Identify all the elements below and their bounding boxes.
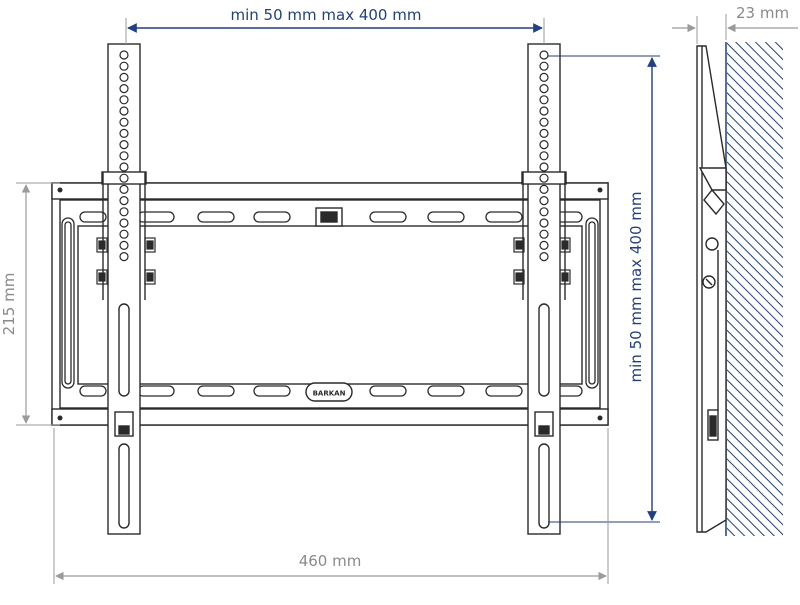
- mounting-hole: [539, 252, 549, 262]
- mounting-hole: [539, 128, 549, 138]
- mounting-hole: [539, 106, 549, 116]
- mounting-hole: [539, 184, 549, 194]
- mounting-hole: [119, 240, 129, 250]
- dim-top-width-label: min 50 mm max 400 mm: [231, 6, 422, 24]
- left-bolts: [96, 237, 156, 285]
- dim-top-width: min 50 mm max 400 mm: [125, 6, 545, 44]
- mounting-hole: [119, 61, 129, 71]
- dim-depth: 23 mm: [672, 4, 798, 44]
- mounting-hole: [539, 95, 549, 105]
- mounting-hole: [119, 229, 129, 239]
- dim-left-height-label: 215 mm: [0, 273, 18, 336]
- right-arm-holes: [539, 50, 549, 262]
- mounting-hole: [119, 162, 129, 172]
- mounting-hole: [119, 72, 129, 83]
- frame-bottom-slots: [79, 385, 583, 397]
- mounting-hole: [119, 207, 129, 217]
- logo-text: BARKAN: [313, 390, 346, 398]
- mounting-hole: [539, 218, 549, 228]
- mounting-hole: [539, 117, 549, 127]
- dim-depth-label: 23 mm: [736, 4, 789, 22]
- mounting-hole: [539, 61, 549, 71]
- left-arm: [101, 43, 147, 535]
- mounting-hole: [119, 128, 129, 138]
- dim-bottom-width: 460 mm: [53, 428, 609, 584]
- mounting-hole: [119, 50, 129, 60]
- frame-bottom-flange: [51, 408, 609, 426]
- mounting-hole: [119, 140, 129, 150]
- mounting-hole: [539, 72, 549, 83]
- mounting-hole: [119, 173, 129, 183]
- mounting-hole: [119, 151, 129, 161]
- side-view-bracket: [696, 45, 727, 533]
- mounting-hole: [119, 106, 129, 116]
- mounting-hole: [119, 83, 129, 94]
- frame-side-slots: [61, 217, 599, 389]
- dim-right-height-label: min 50 mm max 400 mm: [627, 192, 645, 383]
- frame-inner-edge: [59, 199, 601, 409]
- mounting-hole: [119, 218, 129, 228]
- mounting-hole: [539, 207, 549, 217]
- mounting-hole: [119, 117, 129, 127]
- left-arm-holes: [119, 50, 129, 262]
- mounting-hole: [119, 252, 129, 262]
- mounting-hole: [539, 173, 549, 183]
- mounting-hole: [119, 95, 129, 105]
- frame-top-slots: [79, 211, 583, 223]
- dim-bottom-width-label: 460 mm: [299, 552, 362, 570]
- frame-top-flange: [51, 182, 609, 200]
- level-clip: [315, 207, 343, 227]
- dim-right-height: min 50 mm max 400 mm: [548, 55, 660, 523]
- logo-badge: BARKAN: [305, 382, 353, 402]
- mounting-hole: [539, 50, 549, 60]
- mounting-hole: [539, 196, 549, 206]
- mounting-hole: [539, 162, 549, 172]
- mounting-hole: [119, 196, 129, 206]
- mounting-hole: [119, 184, 129, 194]
- frame-screws: [57, 187, 603, 421]
- mounting-hole: [539, 229, 549, 239]
- right-arm: [521, 43, 567, 535]
- mounting-hole: [539, 151, 549, 161]
- mounting-hole: [539, 240, 549, 250]
- mounting-hole: [539, 83, 549, 94]
- dim-left-height: 215 mm: [0, 182, 60, 426]
- wall-hatch: [725, 42, 783, 536]
- mounting-hole: [539, 140, 549, 150]
